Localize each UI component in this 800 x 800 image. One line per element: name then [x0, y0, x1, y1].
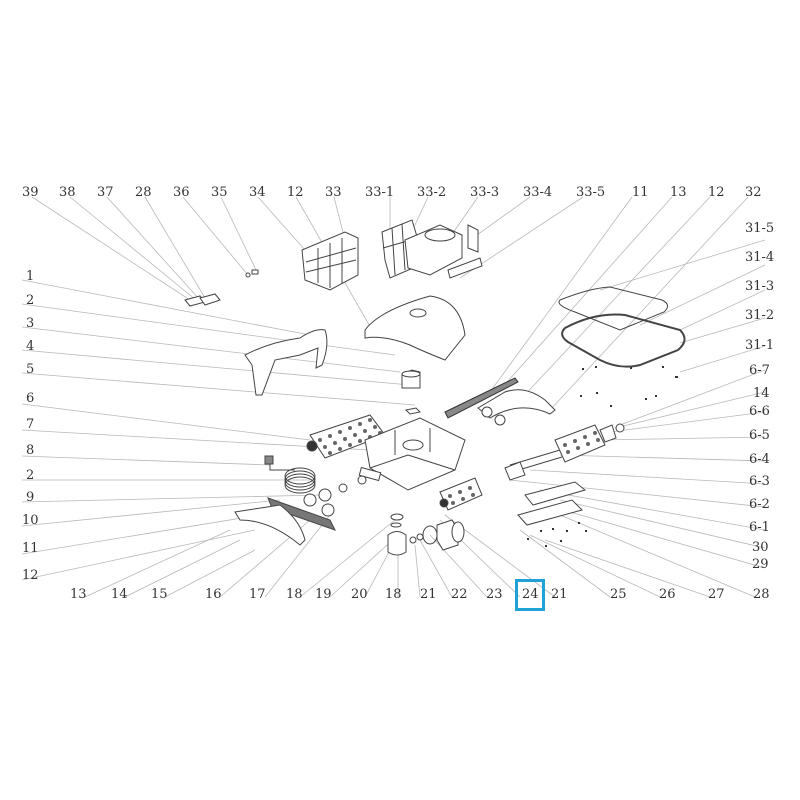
callout-top-28: 28 — [135, 185, 152, 200]
callout-right-31-1: 31-1 — [745, 338, 775, 353]
callout-bottom-24: 24 — [522, 587, 539, 602]
callout-right-14: 14 — [753, 386, 770, 401]
brush-roller-rear — [554, 423, 625, 463]
callout-left-4: 4 — [26, 339, 35, 354]
callout-left-1: 1 — [26, 269, 35, 284]
callout-bottom-17: 17 — [249, 587, 266, 602]
callout-bottom-18b: 18 — [385, 587, 402, 602]
callout-bottom-25: 25 — [610, 587, 627, 602]
callout-left-12: 12 — [22, 568, 39, 583]
callout-bottom-19: 19 — [315, 587, 332, 602]
callout-bottom-20: 20 — [351, 587, 368, 602]
callout-bottom-23: 23 — [486, 587, 503, 602]
callout-right-6-4: 6-4 — [749, 452, 770, 467]
callout-top-36: 36 — [173, 185, 190, 200]
filter-basket-left — [301, 231, 359, 291]
callout-bottom-28: 28 — [753, 587, 770, 602]
callout-bottom-22: 22 — [451, 587, 468, 602]
callout-right-6-5: 6-5 — [749, 428, 770, 443]
highlight-box-part-24 — [515, 579, 545, 611]
callout-left-3: 3 — [26, 316, 35, 331]
callout-top-12: 12 — [287, 185, 304, 200]
callout-top-39: 39 — [22, 185, 39, 200]
callout-left-9: 9 — [26, 490, 35, 505]
callout-right-31-4: 31-4 — [745, 250, 775, 265]
callout-bottom-18: 18 — [286, 587, 303, 602]
callout-left-5: 5 — [26, 362, 35, 377]
callout-top-38: 38 — [59, 185, 76, 200]
callout-left-7: 7 — [26, 417, 35, 432]
callout-top-37: 37 — [97, 185, 114, 200]
callout-top-32: 32 — [745, 185, 762, 200]
callout-left-2: 2 — [26, 293, 35, 308]
callout-top-33-2: 33-2 — [417, 185, 447, 200]
callout-right-6-2: 6-2 — [749, 497, 770, 512]
chassis-body — [364, 417, 466, 491]
callout-bottom-13: 13 — [70, 587, 87, 602]
callout-bottom-14: 14 — [111, 587, 128, 602]
callout-left-11: 11 — [22, 541, 39, 556]
callout-right-6-7: 6-7 — [749, 363, 770, 378]
callout-right-6-1: 6-1 — [749, 520, 770, 535]
callout-right-31-5: 31-5 — [745, 221, 775, 236]
callout-bottom-26: 26 — [659, 587, 676, 602]
callout-right-31-3: 31-3 — [745, 279, 775, 294]
callout-top-12b: 12 — [708, 185, 725, 200]
callout-top-11: 11 — [632, 185, 649, 200]
callout-bottom-21: 21 — [420, 587, 437, 602]
callout-top-33-1: 33-1 — [365, 185, 395, 200]
callout-left-6: 6 — [26, 391, 35, 406]
callout-bottom-21b: 21 — [551, 587, 568, 602]
callout-left-8: 8 — [26, 443, 35, 458]
callout-right-6-6: 6-6 — [749, 404, 770, 419]
callout-left-2b: 2 — [26, 468, 35, 483]
callout-right-30: 30 — [752, 540, 769, 555]
callout-top-35: 35 — [211, 185, 228, 200]
callout-bottom-15: 15 — [151, 587, 168, 602]
callout-bottom-27: 27 — [708, 587, 725, 602]
callout-bottom-16: 16 — [205, 587, 222, 602]
callout-top-33-5: 33-5 — [576, 185, 606, 200]
callout-right-29: 29 — [752, 557, 769, 572]
callout-top-33-3: 33-3 — [470, 185, 500, 200]
callout-right-31-2: 31-2 — [745, 308, 775, 323]
callout-top-33: 33 — [325, 185, 342, 200]
callout-right-6-3: 6-3 — [749, 474, 770, 489]
callout-top-13: 13 — [670, 185, 687, 200]
brush-roller-front — [306, 414, 386, 459]
callout-left-10: 10 — [22, 513, 39, 528]
callout-top-33-4: 33-4 — [523, 185, 553, 200]
callout-top-34: 34 — [249, 185, 266, 200]
